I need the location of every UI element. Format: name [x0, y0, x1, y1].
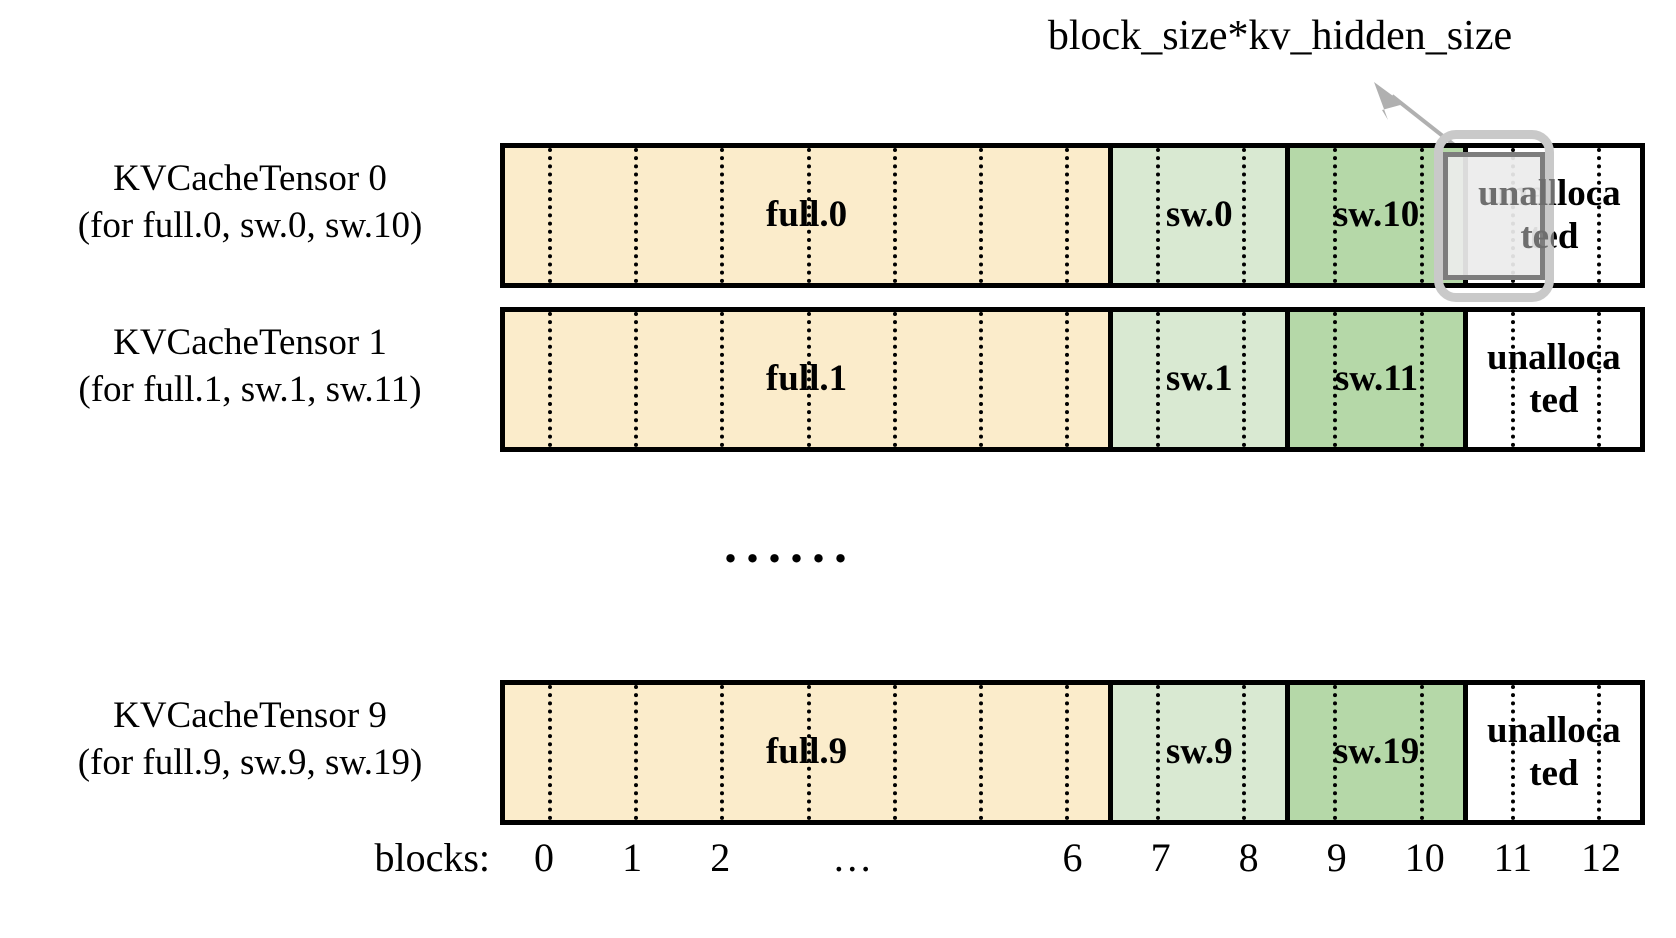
block-divider — [1156, 148, 1161, 283]
block-divider — [1510, 685, 1515, 820]
block-divider — [806, 148, 811, 283]
block-divider — [634, 312, 639, 447]
block-divider — [1242, 148, 1247, 283]
block-divider — [1596, 148, 1601, 283]
block-tick-1: 1 — [622, 835, 643, 880]
tensor-segment-label: sw.1 — [1165, 358, 1233, 400]
block-divider — [634, 685, 639, 820]
tensor-row-label: KVCacheTensor 0 (for full.0, sw.0, sw.10) — [10, 155, 490, 250]
block-divider — [978, 312, 983, 447]
tensor-segment-label: sw.0 — [1165, 194, 1233, 236]
block-divider — [978, 148, 983, 283]
block-tick-2: 2 — [710, 835, 731, 880]
tensor-row-label-line2: (for full.1, sw.1, sw.11) — [78, 369, 422, 411]
tensor-segment-label: sw.19 — [1333, 731, 1420, 773]
tensor-row-label-line1: KVCacheTensor 1 — [113, 322, 387, 363]
block-divider — [1065, 148, 1069, 283]
block-divider — [1242, 685, 1247, 820]
tensor-segment-label: sw.9 — [1165, 731, 1233, 773]
block-tick-…: … — [832, 835, 873, 880]
tensor-segment-sw-light: sw.0 — [1108, 148, 1286, 283]
block-divider — [1596, 685, 1601, 820]
block-divider — [892, 312, 897, 447]
block-divider — [1333, 148, 1338, 283]
block-tick-0: 0 — [534, 835, 555, 880]
tensor-row-label-line2: (for full.0, sw.0, sw.10) — [77, 205, 423, 247]
rows-ellipsis: ...... — [724, 517, 856, 574]
tensor-segment-full: full.9 — [505, 685, 1109, 820]
tensor-segment-sw-light: sw.9 — [1108, 685, 1286, 820]
annotation-label: block_size*kv_hidden_size — [1047, 13, 1513, 59]
tensor-segment-sw-dark: sw.10 — [1285, 148, 1463, 283]
tensor-segment-label: sw.11 — [1334, 358, 1419, 400]
tensor-row-label: KVCacheTensor 1 (for full.1, sw.1, sw.11) — [10, 319, 490, 414]
block-divider — [548, 685, 553, 820]
block-tick-7: 7 — [1150, 835, 1171, 880]
block-divider — [720, 685, 725, 820]
tensor-segment-sw-light: sw.1 — [1108, 312, 1286, 447]
block-divider — [1242, 312, 1247, 447]
block-divider — [806, 685, 811, 820]
tensor-segment-full: full.1 — [505, 312, 1109, 447]
tensor-segment-label: full.0 — [765, 194, 848, 236]
block-divider — [1510, 312, 1515, 447]
tensor-row-label: KVCacheTensor 9 (for full.9, sw.9, sw.19) — [10, 692, 490, 787]
block-divider — [548, 148, 553, 283]
block-divider — [1065, 312, 1069, 447]
block-tick-9: 9 — [1326, 835, 1347, 880]
tensor-row-label-line1: KVCacheTensor 9 — [113, 695, 387, 736]
block-divider — [548, 312, 553, 447]
tensor-segment-label: full.9 — [765, 731, 848, 773]
tensor-segment-label: full.1 — [765, 358, 848, 400]
block-divider — [892, 685, 897, 820]
block-tick-11: 11 — [1493, 835, 1533, 880]
tensor-segment-label: sw.10 — [1333, 194, 1420, 236]
block-tick-8: 8 — [1238, 835, 1259, 880]
tensor-segment-sw-dark: sw.11 — [1285, 312, 1463, 447]
block-tick-12: 12 — [1580, 835, 1621, 880]
block-divider — [1596, 312, 1601, 447]
blocks-axis-caption: blocks: — [374, 835, 490, 880]
block-divider — [1419, 148, 1424, 283]
block-divider — [720, 148, 725, 283]
block-divider — [634, 148, 639, 283]
block-divider — [806, 312, 811, 447]
tensor-segment-sw-dark: sw.19 — [1285, 685, 1463, 820]
block-divider — [1419, 685, 1424, 820]
block-divider — [720, 312, 725, 447]
block-tick-10: 10 — [1404, 835, 1445, 880]
tensor-row-label-line2: (for full.9, sw.9, sw.19) — [77, 742, 423, 784]
block-divider — [1156, 685, 1161, 820]
block-tick-6: 6 — [1062, 835, 1083, 880]
block-divider — [1333, 312, 1338, 447]
block-divider — [1065, 685, 1069, 820]
block-divider — [892, 148, 897, 283]
block-divider — [1333, 685, 1338, 820]
block-divider — [1419, 312, 1424, 447]
tensor-row-label-line1: KVCacheTensor 0 — [113, 158, 387, 199]
block-divider — [1156, 312, 1161, 447]
block-divider — [978, 685, 983, 820]
tensor-segment-full: full.0 — [505, 148, 1109, 283]
